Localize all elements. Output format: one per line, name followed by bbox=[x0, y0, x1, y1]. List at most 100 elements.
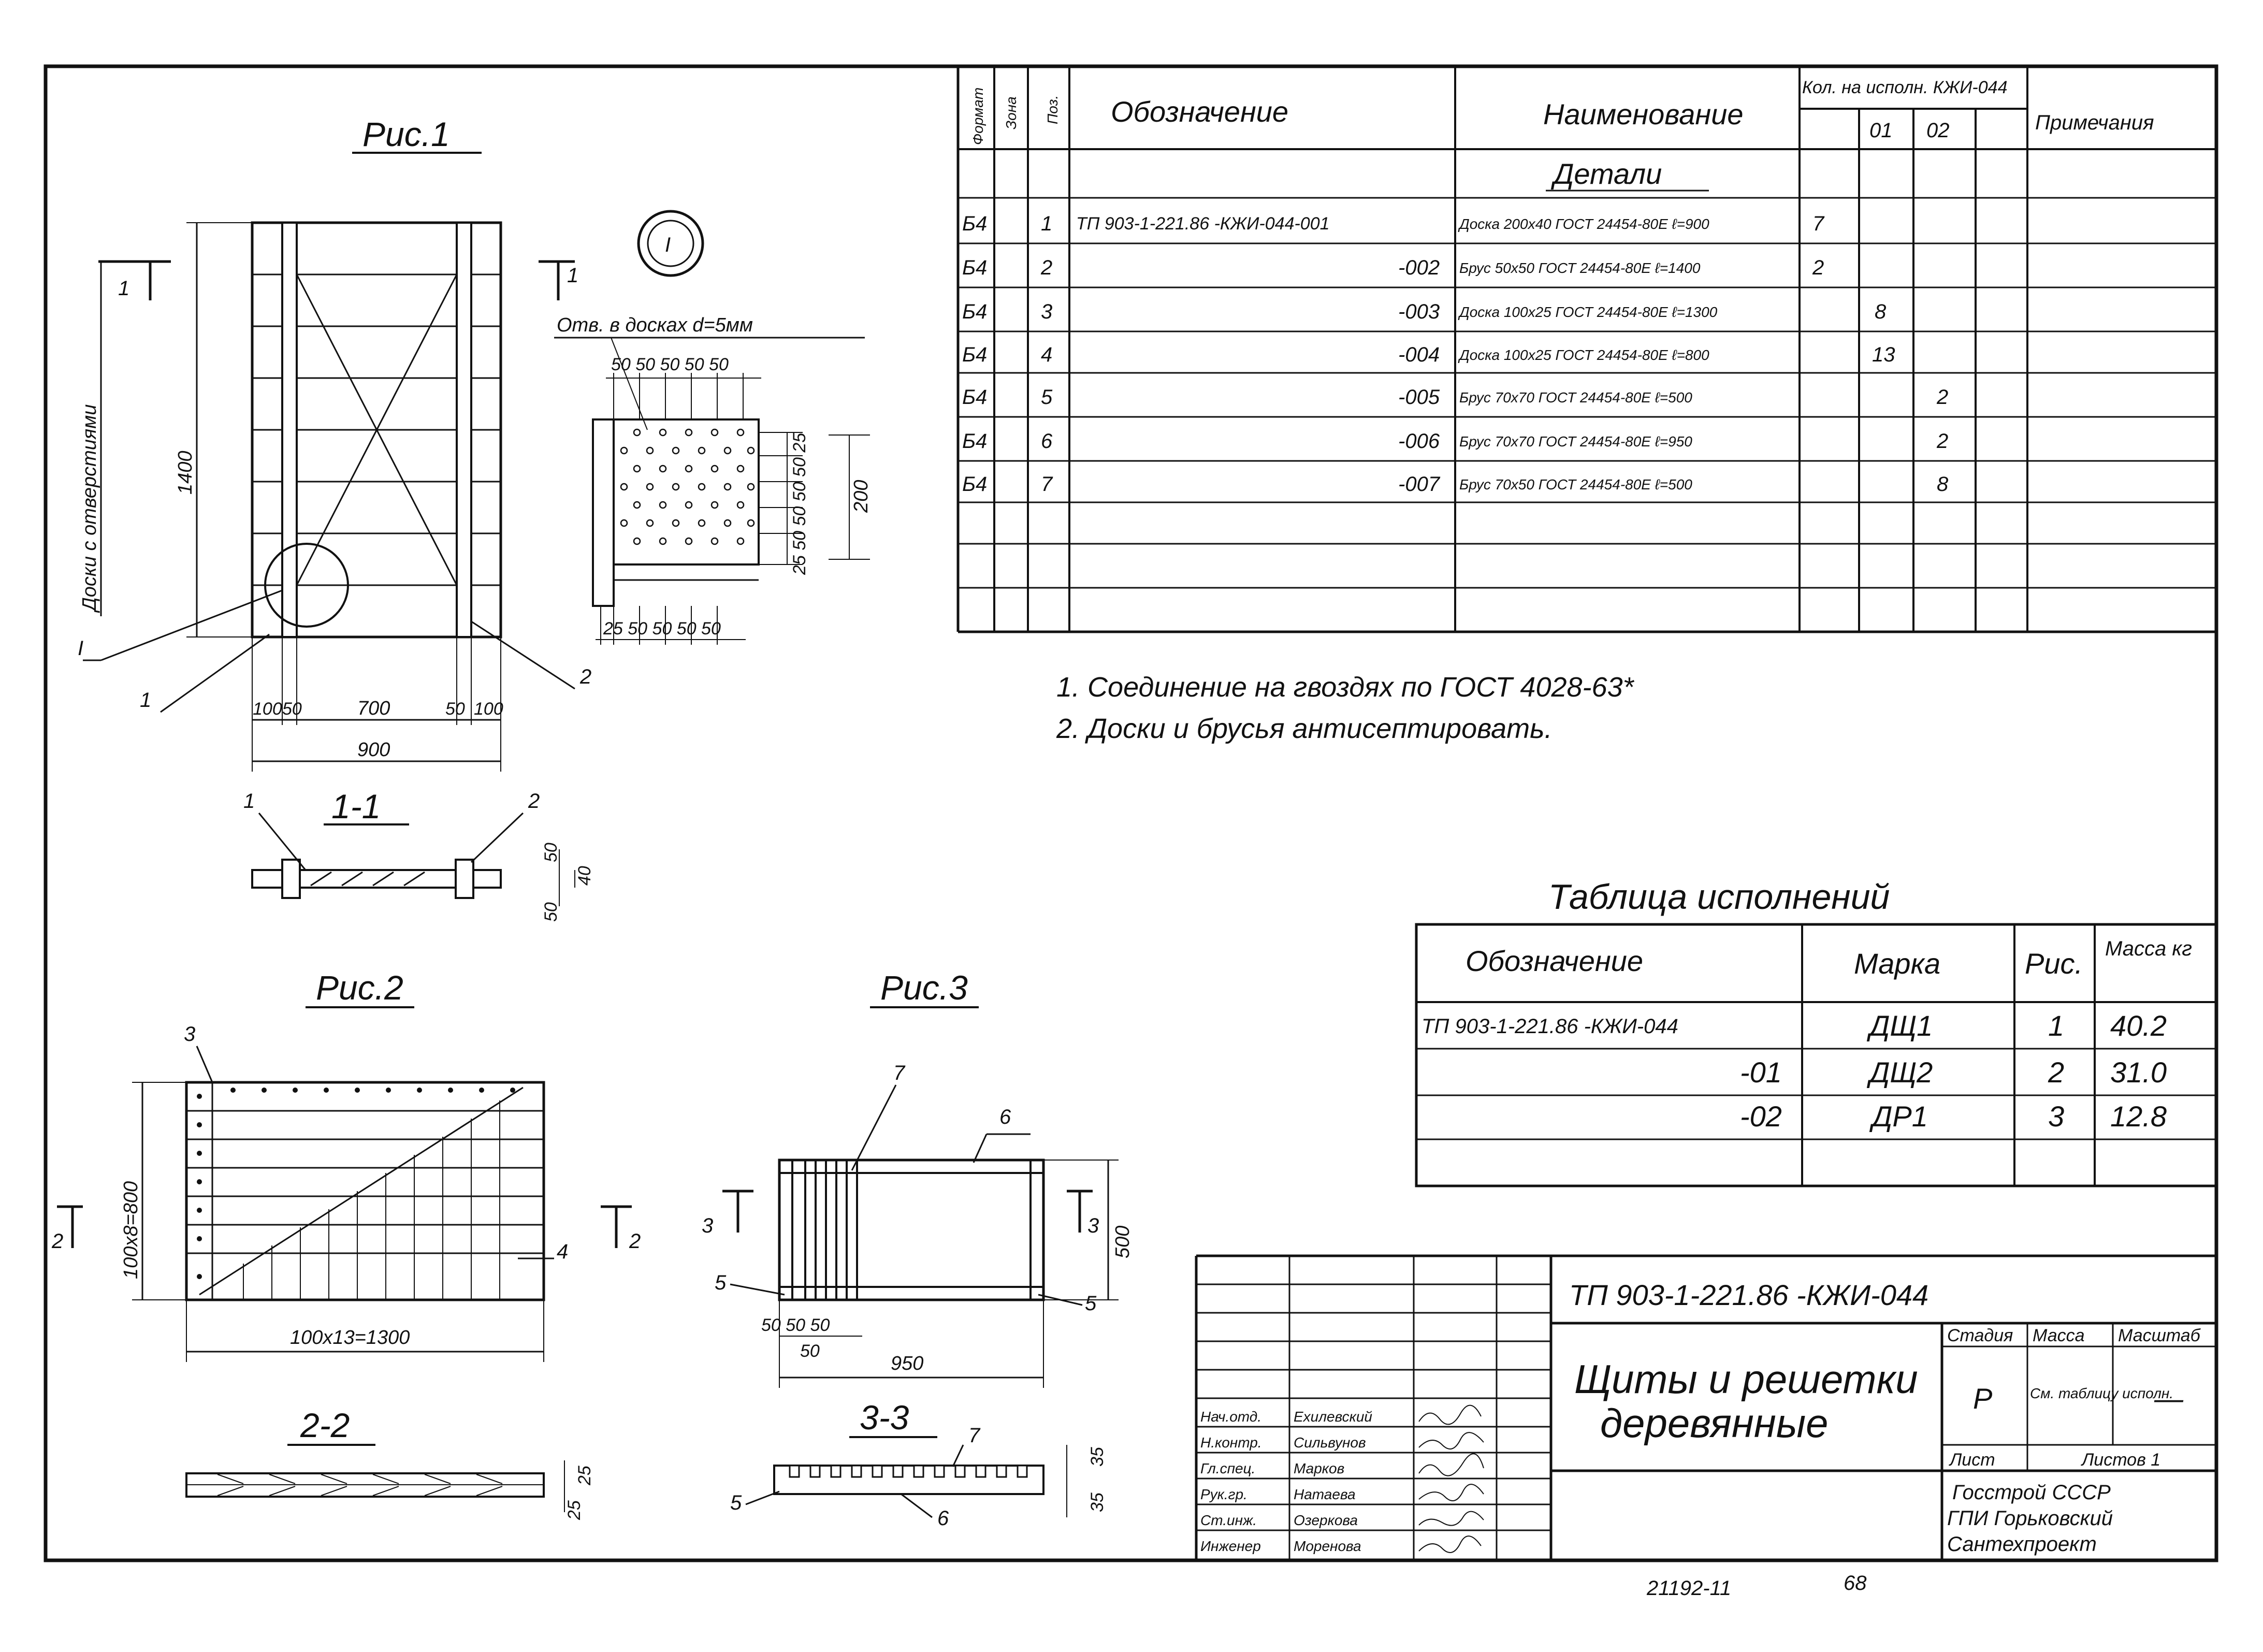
signature-row: Ст.инж. Озеркова bbox=[1200, 1511, 1484, 1528]
figure-2: Рис.2 3 4 100x8=800 2 2 bbox=[51, 968, 641, 1362]
section-3-3-title: 3-3 bbox=[860, 1398, 909, 1437]
section-mark-1-right: 1 bbox=[567, 264, 578, 287]
signature-row: Нач.отд. Ехилевский bbox=[1200, 1404, 1482, 1425]
note-2: 2. Доски и брусья антисептировать. bbox=[1056, 713, 1553, 744]
variants-header-designation: Обозначение bbox=[1466, 945, 1643, 977]
dim-40-sec11: 40 bbox=[575, 866, 594, 886]
dim-100-right: 100 bbox=[474, 699, 503, 719]
row-name: Доска 100x25 ГОСТ 24454-80Е ℓ=1300 bbox=[1458, 304, 1718, 320]
callout-5-sec33: 5 bbox=[730, 1491, 742, 1514]
dim-50-left: 50 bbox=[282, 699, 302, 719]
dim-row-top: 50 50 50 50 50 bbox=[611, 355, 729, 374]
variant-mark: ДЩ2 bbox=[1866, 1056, 1933, 1089]
signature-role: Рук.гр. bbox=[1200, 1486, 1247, 1502]
page-number: 68 bbox=[1844, 1572, 1867, 1595]
title-block: ТП 903-1-221.86 -КЖИ-044 Щиты и решетки … bbox=[1195, 1254, 2216, 1560]
header-designation: Обозначение bbox=[1111, 95, 1288, 128]
callout-6-sec33: 6 bbox=[937, 1507, 949, 1530]
callout-7-fig3: 7 bbox=[893, 1062, 906, 1084]
variant-mark: ДР1 bbox=[1869, 1100, 1928, 1133]
signature-mark bbox=[1418, 1511, 1484, 1526]
header-name: Наименование bbox=[1543, 98, 1743, 131]
dim-100x13: 100x13=1300 bbox=[290, 1327, 410, 1349]
row-format: Б4 bbox=[962, 212, 987, 235]
inventory-number: 21192-11 bbox=[1646, 1577, 1731, 1600]
dim-50-sec11-bottom: 50 bbox=[541, 902, 561, 922]
signature-row: Инженер Моренова bbox=[1200, 1535, 1482, 1554]
signature-role: Инженер bbox=[1200, 1538, 1261, 1554]
section-mark-2-right: 2 bbox=[629, 1230, 641, 1253]
mass-value: См. таблицу исполн. bbox=[2030, 1385, 2173, 1401]
section-mark-1-left: 1 bbox=[118, 277, 129, 300]
dim-700: 700 bbox=[357, 698, 390, 719]
variant-mass: 12.8 bbox=[2110, 1100, 2167, 1133]
detail-I: I Отв. в досках d=5мм 50 50 50 50 50 25 bbox=[554, 210, 872, 645]
spec-row: Б4 7 -007 Брус 70x50 ГОСТ 24454-80Е ℓ=50… bbox=[962, 473, 1949, 496]
signature-role: Нач.отд. bbox=[1200, 1409, 1261, 1425]
spec-row: Б4 4 -004 Доска 100x25 ГОСТ 24454-80Е ℓ=… bbox=[962, 343, 1895, 366]
spec-row: Б4 6 -006 Брус 70x70 ГОСТ 24454-80Е ℓ=95… bbox=[962, 430, 1948, 453]
header-qty-02: 02 bbox=[1926, 119, 1950, 142]
org-line-2: ГПИ Горьковский bbox=[1947, 1507, 2113, 1530]
row-qty-02: 2 bbox=[1936, 430, 1948, 453]
org-line-3: Сантехпроект bbox=[1947, 1533, 2097, 1556]
variant-row: -02 ДР1 3 12.8 bbox=[1740, 1100, 2167, 1133]
row-designation: -006 bbox=[1398, 430, 1440, 453]
hole-pattern bbox=[620, 428, 755, 545]
header-zone: Зона bbox=[1003, 96, 1019, 129]
callout-2-sec11: 2 bbox=[528, 790, 540, 813]
spec-row: Б4 1 ТП 903-1-221.86 -КЖИ-044-001 Доска … bbox=[962, 212, 1825, 235]
dim-200: 200 bbox=[850, 480, 872, 513]
signature-name: Сильвунов bbox=[1294, 1434, 1366, 1451]
spec-row: Б4 5 -005 Брус 70x70 ГОСТ 24454-80Е ℓ=50… bbox=[962, 386, 1948, 409]
dim-35-sec33-bottom: 35 bbox=[1087, 1492, 1107, 1512]
dim-950: 950 bbox=[891, 1353, 923, 1374]
stage-header: Стадия bbox=[1947, 1326, 2013, 1345]
variants-title: Таблица исполнений bbox=[1548, 877, 1890, 917]
holes-boards-label: Доски с отверстиями bbox=[79, 404, 100, 613]
row-name: Доска 100x25 ГОСТ 24454-80Е ℓ=800 bbox=[1458, 347, 1709, 363]
signature-mark bbox=[1418, 1484, 1484, 1501]
dim-col-right: 25 50 50 50 50 25 bbox=[790, 433, 809, 575]
row-position: 4 bbox=[1041, 343, 1052, 366]
row-qty-01: 13 bbox=[1872, 343, 1895, 366]
figure-2-title: Рис.2 bbox=[316, 968, 403, 1007]
variants-header-fig: Рис. bbox=[2025, 947, 2083, 980]
drawing-code: ТП 903-1-221.86 -КЖИ-044 bbox=[1569, 1279, 1928, 1311]
row-format: Б4 bbox=[962, 430, 987, 453]
spec-row: Б4 2 -002 Брус 50x50 ГОСТ 24454-80Е ℓ=14… bbox=[962, 256, 1824, 279]
dim-35-sec33-top: 35 bbox=[1087, 1447, 1107, 1467]
row-designation: -005 bbox=[1398, 386, 1440, 409]
row-name: Брус 70x70 ГОСТ 24454-80Е ℓ=500 bbox=[1459, 389, 1692, 405]
callout-1-sec11: 1 bbox=[243, 790, 255, 813]
row-qty-02: 8 bbox=[1937, 473, 1949, 496]
holes-note: Отв. в досках d=5мм bbox=[557, 314, 753, 336]
row-format: Б4 bbox=[962, 343, 987, 366]
row-qty-01: 8 bbox=[1875, 300, 1887, 323]
row-format: Б4 bbox=[962, 386, 987, 409]
callout-2-fig1: 2 bbox=[579, 665, 591, 688]
dim-25-sec22-top: 25 bbox=[575, 1466, 594, 1486]
drawing-title-line-1: Щиты и решетки bbox=[1574, 1356, 1918, 1402]
variant-mark: ДЩ1 bbox=[1866, 1009, 1933, 1042]
row-format: Б4 bbox=[962, 473, 987, 496]
org-line-1: Госстрой СССР bbox=[1952, 1481, 2111, 1504]
dim-row-fig3: 50 50 50 bbox=[761, 1315, 830, 1335]
section-mark-2-left: 2 bbox=[51, 1230, 63, 1253]
detail-circle bbox=[264, 543, 349, 628]
signature-mark bbox=[1418, 1432, 1484, 1450]
stage-value: Р bbox=[1973, 1382, 1992, 1415]
signature-name: Озеркова bbox=[1294, 1512, 1358, 1528]
row-qty-02: 2 bbox=[1936, 386, 1948, 409]
dim-50-sec11-top: 50 bbox=[541, 843, 561, 862]
header-qty: Кол. на исполн. КЖИ-044 bbox=[1802, 78, 2007, 97]
variants-header-mark: Марка bbox=[1854, 947, 1940, 980]
dim-900: 900 bbox=[357, 739, 390, 761]
signature-mark bbox=[1418, 1404, 1482, 1425]
header-qty-01: 01 bbox=[1869, 119, 1893, 142]
detail-mark: I bbox=[665, 234, 671, 256]
specification-table: Формат Зона Поз. Обозначение Наименовани… bbox=[956, 66, 2216, 633]
detail-pointer: I bbox=[78, 637, 83, 660]
section-1-1-title: 1-1 bbox=[331, 787, 381, 825]
row-designation: -002 bbox=[1398, 256, 1440, 279]
